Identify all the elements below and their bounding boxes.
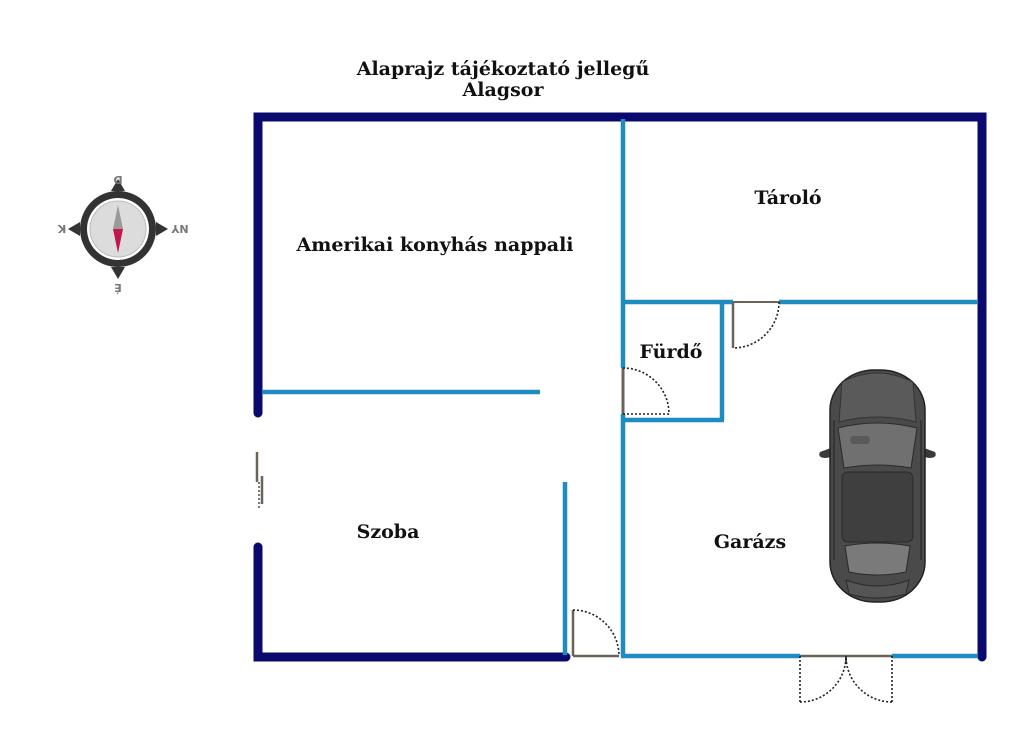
window-left — [255, 452, 264, 510]
room-label-garage: Garázs — [713, 531, 787, 553]
outer-wall-bottom-left — [253, 542, 571, 662]
inner-walls — [262, 119, 978, 659]
bathroom-door — [621, 367, 670, 415]
room-label-bathroom: Fürdő — [639, 341, 703, 363]
plan-title: Alaprajz tájékoztató jellegű — [356, 58, 650, 80]
compass-icon — [68, 179, 168, 279]
outer-walls — [253, 112, 987, 662]
compass-north-label: É — [114, 281, 122, 294]
garage-door — [799, 654, 893, 703]
room-label-bedroom: Szoba — [356, 521, 420, 543]
car-icon — [819, 369, 936, 603]
storage-door — [731, 301, 780, 349]
compass-south-label: D — [113, 173, 122, 186]
room-label-living: Amerikai konyhás nappali — [296, 234, 574, 256]
plan-subtitle: Alagsor — [462, 79, 544, 101]
compass-east-label: K — [57, 222, 66, 235]
outer-wall-top — [253, 112, 987, 662]
bedroom-door — [571, 609, 620, 658]
compass-west-label: NY — [170, 222, 188, 235]
room-label-storage: Tároló — [754, 187, 822, 209]
